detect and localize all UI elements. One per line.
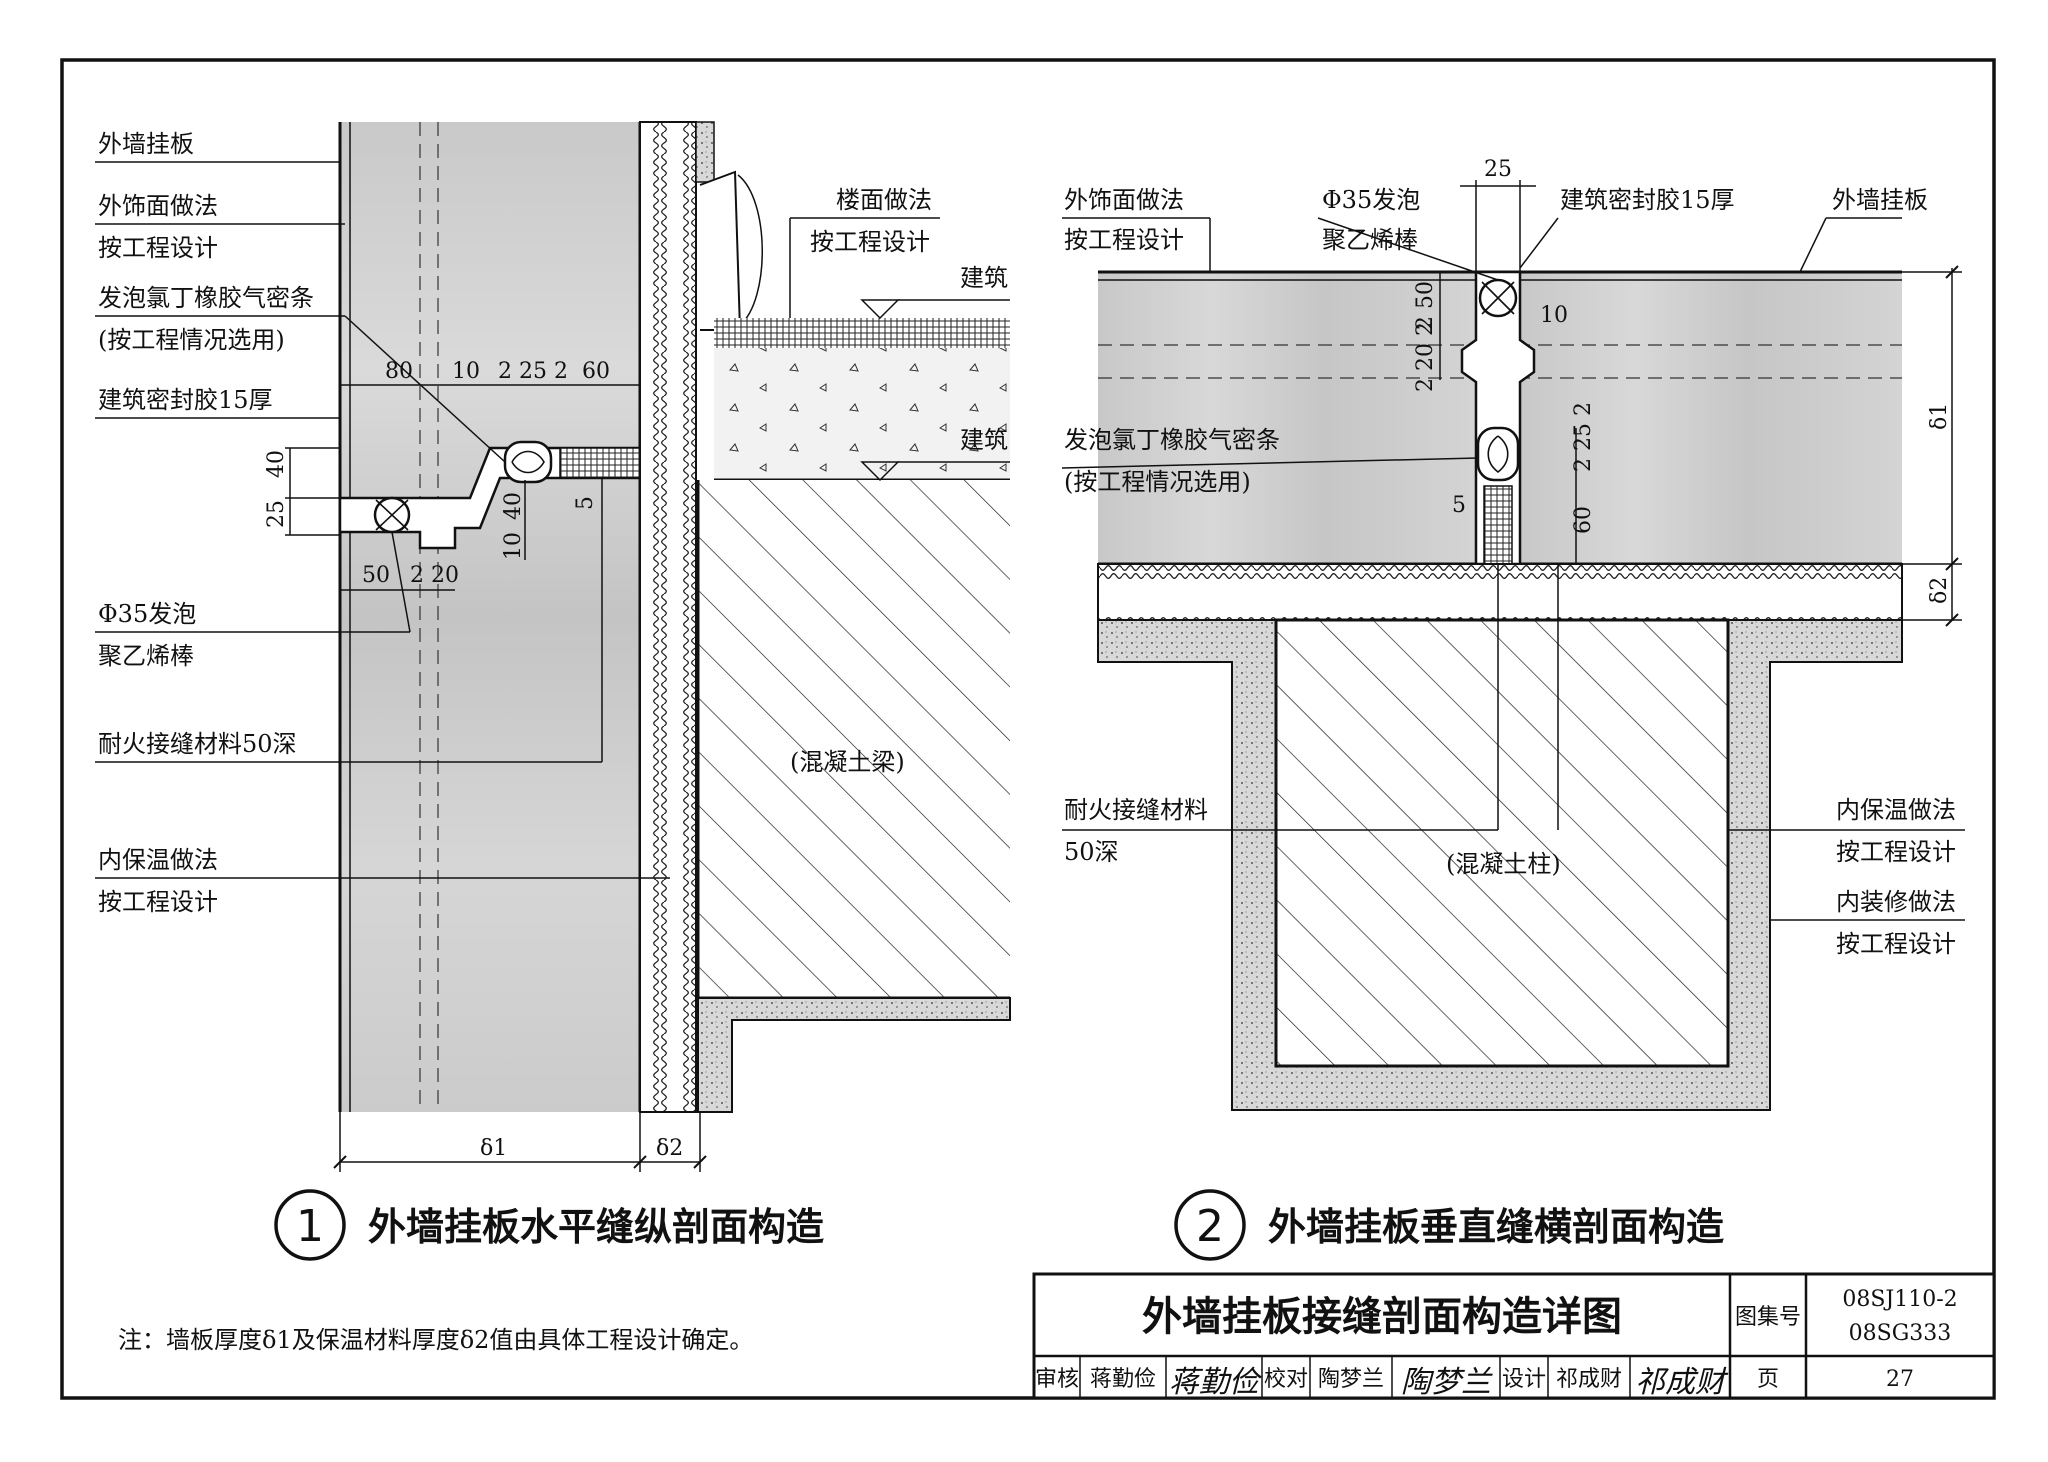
insulation-2 [1097, 563, 1903, 621]
label-concrete-column: (混凝土柱) [1446, 850, 1561, 878]
label-rod-2-sub: 聚乙烯棒 [1322, 226, 1418, 254]
label-rod-2: Φ35发泡 [1322, 186, 1420, 214]
label-rod-sub: 聚乙烯棒 [98, 642, 194, 670]
label-fire-filler-2: 耐火接缝材料 [1064, 796, 1208, 824]
page-label: 页 [1757, 1367, 1779, 1392]
caption-detail-2: 外墙挂板垂直缝横剖面构造 [1268, 1205, 1724, 1249]
label-insulation-2: 内保温做法 [1836, 796, 1956, 824]
label-decoration: 内装修做法 [1836, 888, 1956, 916]
label-sealant-2: 建筑密封胶15厚 [1560, 186, 1735, 214]
design-name: 祁成财 [1556, 1367, 1622, 1392]
detail-1: 外墙挂板 外饰面做法 按工程设计 发泡氯丁橡胶气密条 (按工程情况选用) 建筑密… [95, 121, 1011, 1261]
wall-panel-1 [340, 122, 640, 1112]
dim2-220: 2 20 2 [1413, 322, 1438, 392]
wall-panel-2-right [1520, 272, 1902, 564]
caption-number-1: 1 [296, 1201, 324, 1252]
dim-50: 50 [362, 563, 390, 588]
review-name: 蒋勤俭 [1090, 1367, 1156, 1392]
fire-filler-1 [559, 447, 641, 479]
review-label: 审核 [1035, 1367, 1079, 1392]
label-fire-filler: 耐火接缝材料50深 [98, 730, 297, 758]
label-rod: Φ35发泡 [98, 600, 196, 628]
dim2-25: 25 [1484, 157, 1512, 182]
beam-plaster [697, 997, 1011, 1113]
check-label: 校对 [1264, 1367, 1308, 1392]
check-name: 陶梦兰 [1318, 1367, 1384, 1392]
floor-finish-1 [714, 318, 1010, 348]
atlas-number-2: 08SG333 [1849, 1321, 1952, 1346]
caption-number-2: 2 [1196, 1201, 1224, 1252]
detail-2: 外饰面做法 按工程设计 Φ35发泡 聚乙烯棒 建筑密封胶15厚 外墙挂板 发泡氯… [1061, 157, 1965, 1261]
label-floor: 楼面做法 [836, 186, 932, 214]
label-seal-strip-2-sub: (按工程情况选用) [1064, 468, 1251, 496]
label-fire-filler-2-sub: 50深 [1064, 838, 1119, 866]
page-number: 27 [1886, 1367, 1914, 1392]
dim-10: 10 [452, 359, 480, 384]
dim-10b: 10 [501, 532, 526, 560]
design-signature: 祁成财 [1635, 1365, 1729, 1400]
label-wall-panel: 外墙挂板 [98, 130, 194, 158]
review-signature: 蒋勤俭 [1169, 1365, 1262, 1400]
dim-40: 40 [264, 450, 289, 478]
check-signature: 陶梦兰 [1401, 1365, 1493, 1400]
label-wall-panel-2: 外墙挂板 [1832, 186, 1928, 214]
label-finish: 外饰面做法 [98, 192, 218, 220]
concrete-beam [698, 480, 1010, 998]
dim2-2252: 2 25 2 [1571, 402, 1596, 472]
label-finish-2: 外饰面做法 [1064, 186, 1184, 214]
drawing-note: 注：墙板厚度δ1及保温材料厚度δ2值由具体工程设计确定。 [118, 1326, 753, 1354]
label-finish-2-sub: 按工程设计 [1064, 226, 1184, 254]
label-building-level-1: 建筑 [960, 264, 1008, 292]
dim2-delta2: δ2 [1927, 577, 1952, 604]
dim2-250: 2 50 [1413, 281, 1438, 330]
label-floor-sub: 按工程设计 [810, 228, 930, 256]
sheet-border [60, 58, 1996, 1400]
wall-panel-2-left [1098, 272, 1476, 564]
design-label: 设计 [1502, 1367, 1546, 1392]
sheet-title: 外墙挂板接缝剖面构造详图 [1142, 1294, 1622, 1340]
dim-delta2: δ2 [656, 1136, 683, 1161]
label-sealant: 建筑密封胶15厚 [98, 386, 273, 414]
title-block: 外墙挂板接缝剖面构造详图 图集号 08SJ110-2 08SG333 审核 蒋勤… [1032, 1272, 1996, 1400]
label-insulation: 内保温做法 [98, 846, 218, 874]
label-insulation-2-sub: 按工程设计 [1836, 838, 1956, 866]
dim2-60: 60 [1571, 506, 1596, 534]
dim-delta1: δ1 [480, 1136, 507, 1161]
concrete-column [1274, 618, 1730, 1068]
dim-80: 80 [385, 359, 413, 384]
dim-220: 2 20 [410, 563, 459, 588]
dim-25: 25 [264, 500, 289, 528]
label-insulation-sub: 按工程设计 [98, 888, 218, 916]
label-concrete-beam: (混凝土梁) [790, 748, 905, 776]
atlas-label: 图集号 [1735, 1305, 1801, 1330]
label-decoration-sub: 按工程设计 [1836, 930, 1956, 958]
label-seal-strip-sub: (按工程情况选用) [98, 326, 285, 354]
insulation-1 [639, 121, 697, 1113]
label-seal-strip: 发泡氯丁橡胶气密条 [98, 284, 314, 312]
dim2-delta1: δ1 [1927, 403, 1952, 430]
seal-strip-2 [1476, 426, 1520, 482]
dim-60: 60 [582, 359, 610, 384]
label-seal-strip-2: 发泡氯丁橡胶气密条 [1064, 426, 1280, 454]
caption-detail-1: 外墙挂板水平缝纵剖面构造 [368, 1205, 824, 1249]
dim-2252: 2 25 2 [498, 359, 568, 384]
label-building-level-2: 建筑 [960, 426, 1008, 454]
dim-40b: 40 [501, 492, 526, 520]
dim2-5: 5 [1452, 493, 1466, 518]
dim2-10: 10 [1540, 303, 1568, 328]
atlas-number-1: 08SJ110-2 [1842, 1287, 1957, 1312]
dim-5: 5 [573, 496, 598, 510]
floor-slab-1 [714, 348, 1010, 480]
label-finish-sub: 按工程设计 [98, 234, 218, 262]
fire-filler-2 [1483, 485, 1513, 565]
